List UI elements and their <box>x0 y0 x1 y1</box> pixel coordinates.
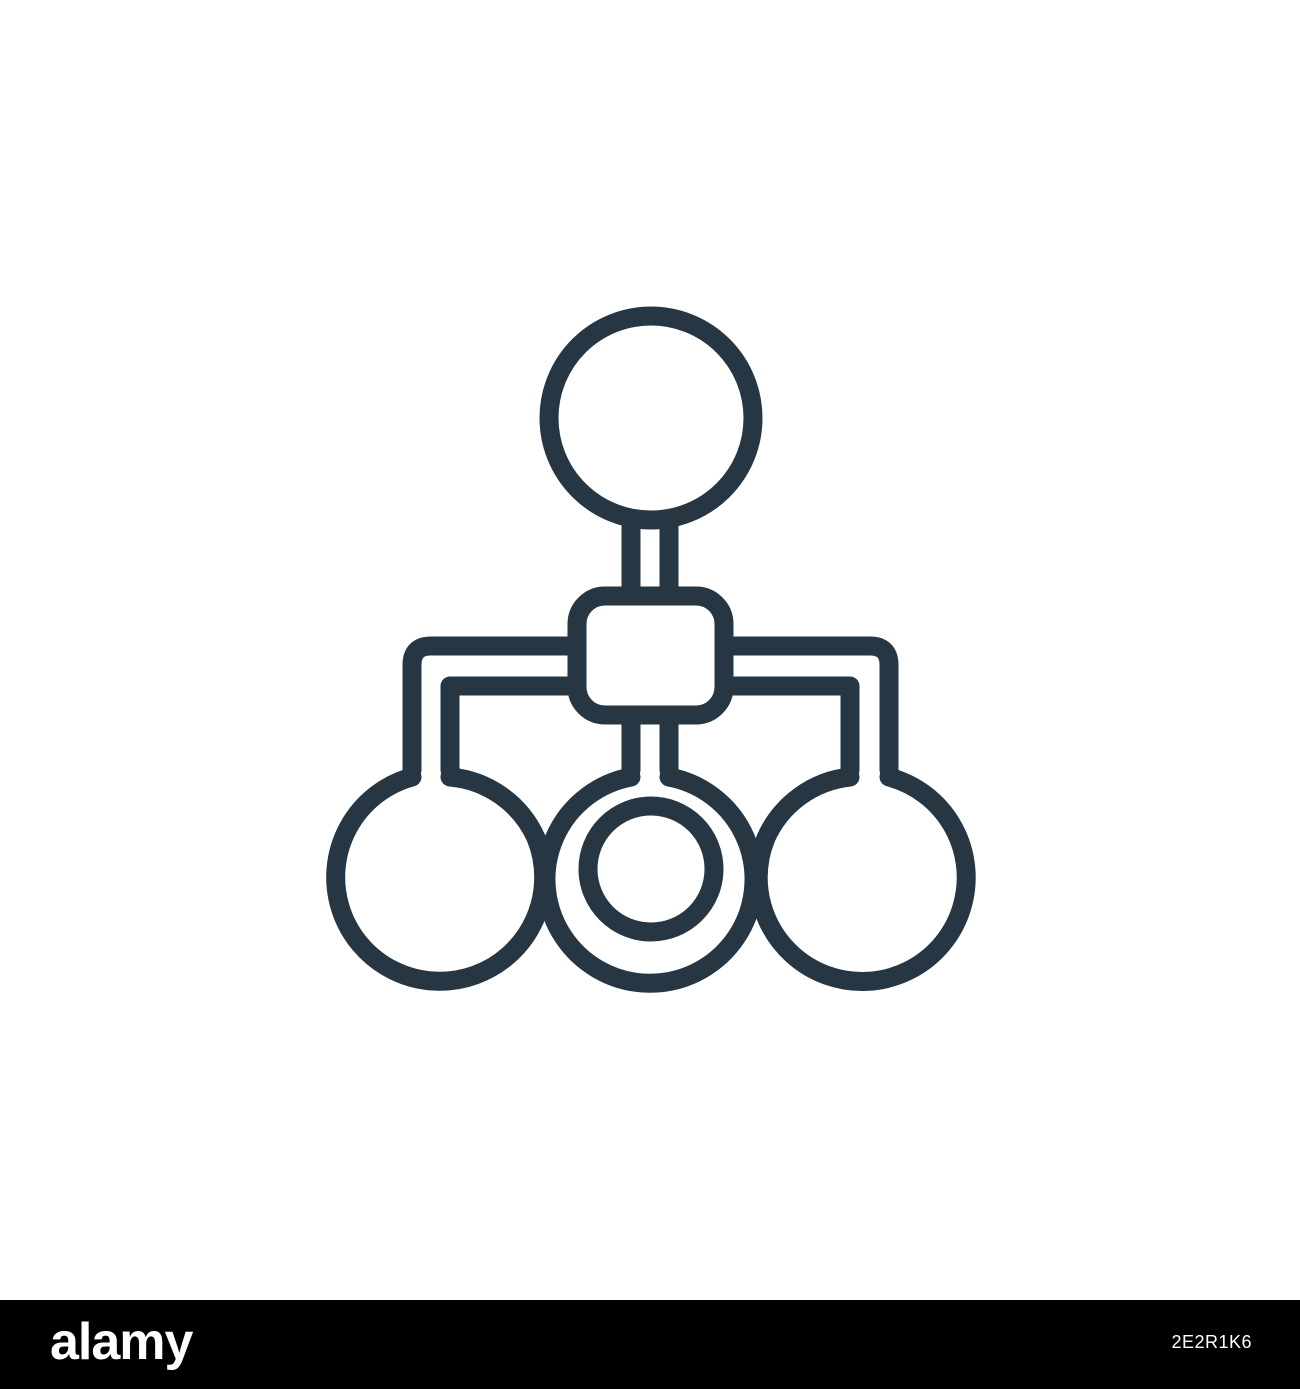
brand-logo: alamy <box>50 1313 193 1371</box>
image-id-label: 2E2R1K6 <box>1171 1332 1252 1352</box>
left-branch-inner-line <box>440 676 579 780</box>
top-node-circle <box>539 306 763 530</box>
middle-bottom-node-outer <box>536 767 764 993</box>
right-bottom-node <box>748 767 976 991</box>
center-hub-square <box>567 586 734 725</box>
hierarchy-network-icon <box>326 306 976 993</box>
icon-canvas <box>326 306 976 993</box>
watermark-footer-bar: alamy 2E2R1K6 <box>0 1300 1300 1389</box>
right-branch-line <box>722 636 899 780</box>
right-branch-inner-line <box>722 676 860 780</box>
middle-bottom-node-inner <box>578 796 724 942</box>
left-branch-line <box>402 636 579 780</box>
left-bottom-node <box>326 767 554 991</box>
